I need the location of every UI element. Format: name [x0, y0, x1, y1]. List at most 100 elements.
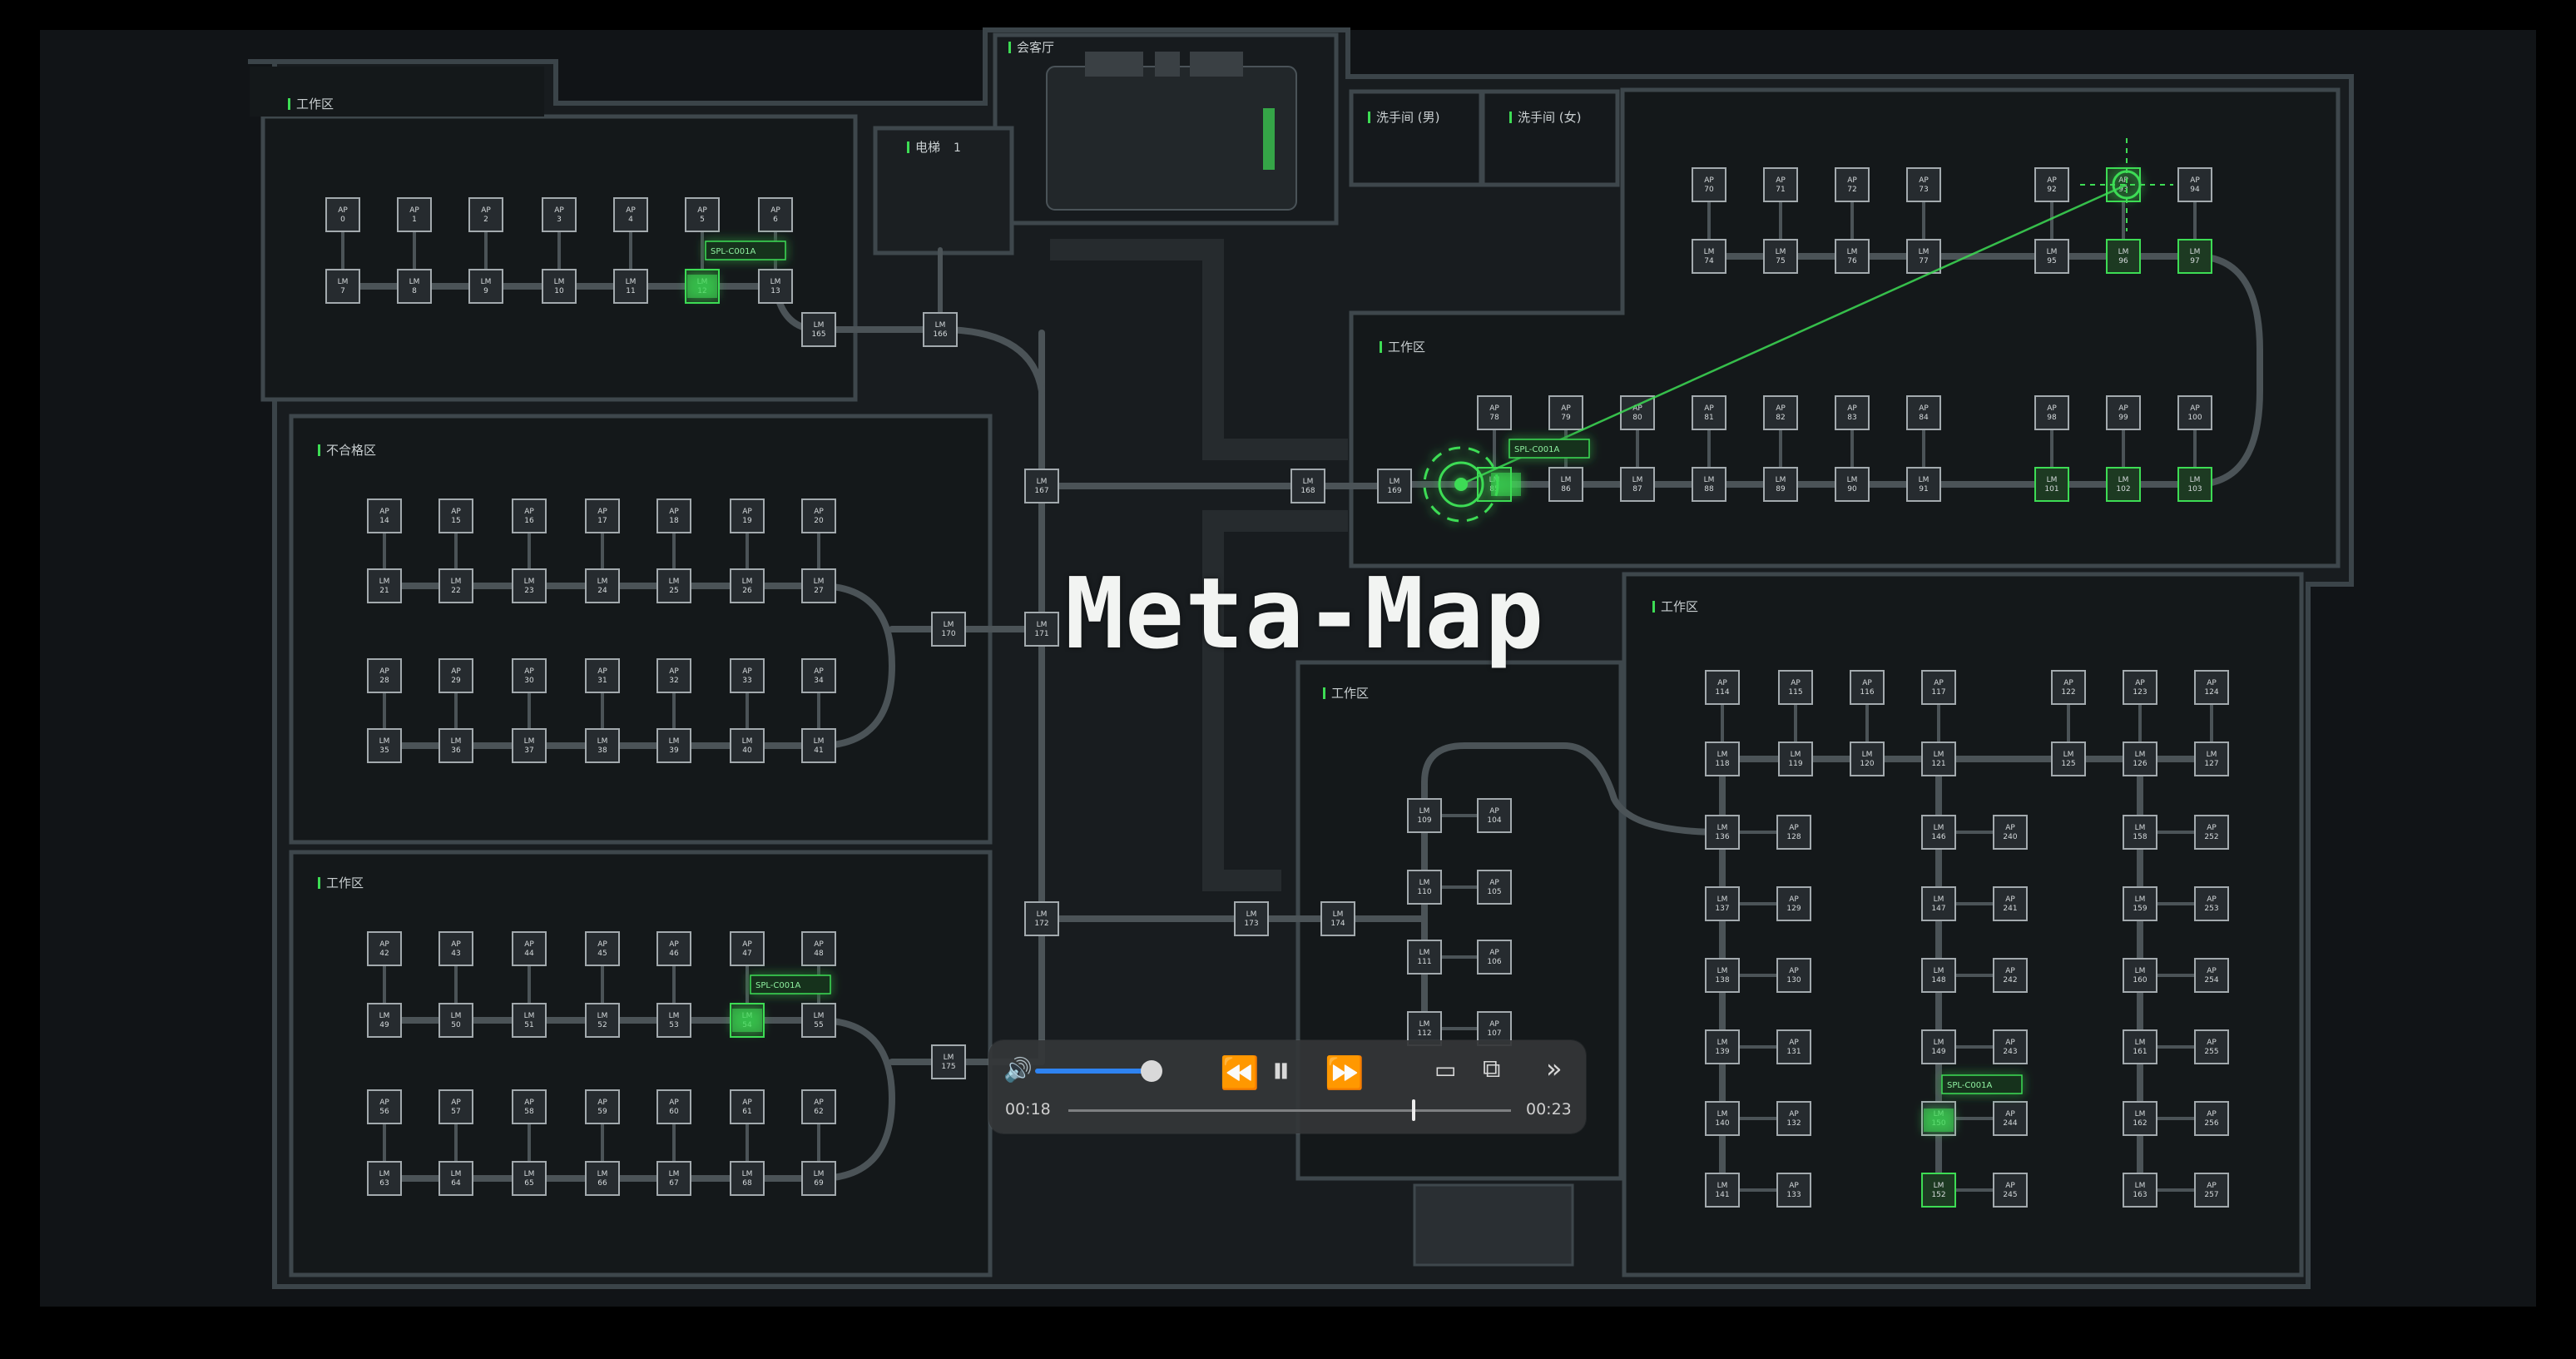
node-a1[interactable]: AP1	[397, 197, 432, 232]
node-a2[interactable]: AP2	[468, 197, 503, 232]
picture-in-picture-icon[interactable]: ⧉	[1483, 1054, 1501, 1084]
pause-button[interactable]: ⏸	[1271, 1047, 1290, 1092]
robot-r3[interactable]: SPL-C001A	[1491, 439, 1590, 496]
node-a3[interactable]: AP3	[542, 197, 577, 232]
node-l8[interactable]: LM8	[397, 269, 432, 304]
node-l7[interactable]: LM7	[325, 269, 360, 304]
node-a5[interactable]: AP5	[685, 197, 720, 232]
scrubber-track[interactable]	[1068, 1099, 1511, 1121]
video-player-controls[interactable]: 🔊 ⏪ ⏸ ⏩ ▭ ⧉ » 00:18 00:23	[988, 1040, 1586, 1133]
node-l9[interactable]: LM9	[468, 269, 503, 304]
rewind-button[interactable]: ⏪	[1220, 1054, 1260, 1091]
fast-forward-button[interactable]: ⏩	[1325, 1054, 1365, 1091]
node-a6[interactable]: AP6	[758, 197, 793, 232]
robot-r1[interactable]: SPL-C001A	[687, 241, 786, 298]
node-a0[interactable]: AP0	[325, 197, 360, 232]
